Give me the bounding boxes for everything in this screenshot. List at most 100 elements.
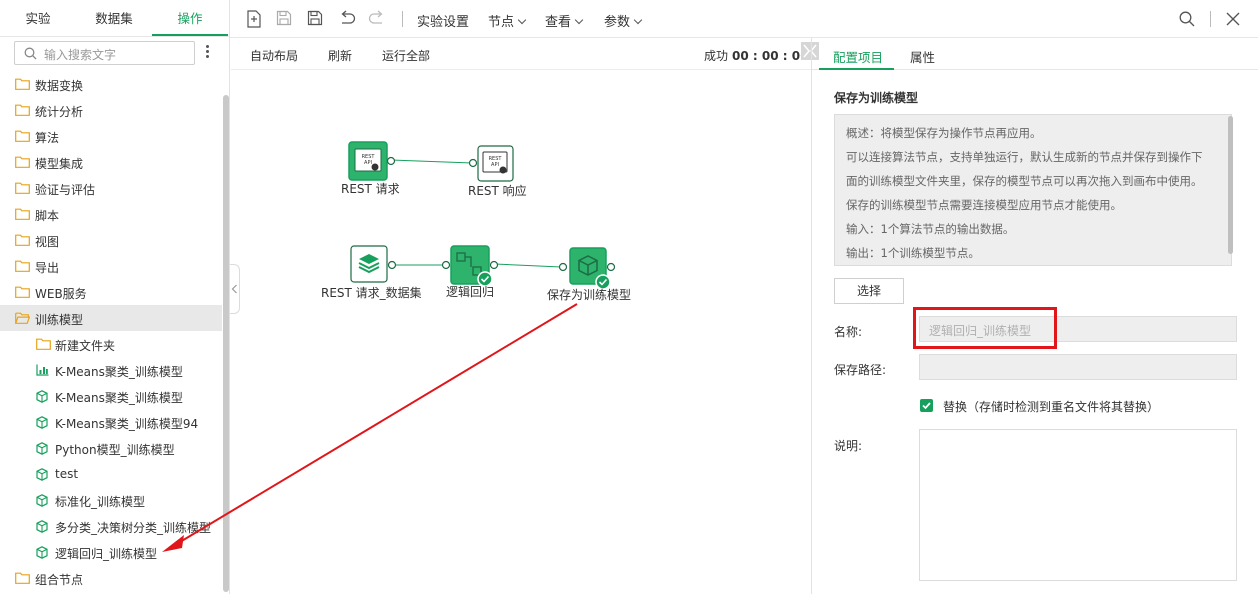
node-menu[interactable]: 节点 xyxy=(488,11,527,30)
right-panel: 配置项目 属性 保存为训练模型 概述：将模型保存为操作节点再应用。 可以连接算法… xyxy=(811,38,1258,594)
tree-folder[interactable]: 验证与评估 xyxy=(0,175,222,201)
annotation-highlight-box xyxy=(913,307,1057,349)
search-icon[interactable] xyxy=(1179,11,1195,27)
tree-item-label: K-Means聚类_训练模型 xyxy=(55,391,183,405)
chevron-down-icon xyxy=(574,15,584,25)
logistic-regression-node-icon[interactable] xyxy=(441,244,503,288)
tree-item-label: 统计分析 xyxy=(35,105,84,119)
tab-dataset[interactable]: 数据集 xyxy=(95,11,133,26)
more-vertical-icon[interactable] xyxy=(205,44,211,62)
new-file-icon[interactable] xyxy=(246,10,262,28)
replace-checkbox[interactable] xyxy=(920,399,933,412)
section-title: 保存为训练模型 xyxy=(834,91,919,105)
tab-operations[interactable]: 操作 xyxy=(152,0,228,36)
logistic-regression-label: 逻辑回归 xyxy=(446,285,495,299)
tree-item[interactable]: K-Means聚类_训练模型 xyxy=(0,383,222,409)
description-line: 可以连接算法节点，支持单独运行，默认生成新的节点并保存到操作下 xyxy=(846,150,1203,164)
left-scrollbar[interactable] xyxy=(223,95,229,592)
rest-dataset-label: REST 请求_数据集 xyxy=(321,286,422,300)
left-panel: 实验 数据集 操作 输入搜索文字 数据变换统计分析算法模型集成验证与评估脚本视图… xyxy=(0,0,230,594)
tree-item-label: Python模型_训练模型 xyxy=(55,443,175,457)
tree-item-label: 逻辑回归_训练模型 xyxy=(55,547,158,561)
save-model-node-icon[interactable] xyxy=(558,247,620,291)
tree-item-label: 多分类_决策树分类_训练模型 xyxy=(55,521,212,535)
svg-text:REST: REST xyxy=(489,156,503,162)
save-path-field[interactable] xyxy=(919,354,1237,380)
description-scrollbar[interactable] xyxy=(1228,116,1233,254)
tree-folder[interactable]: 模型集成 xyxy=(0,149,222,175)
workflow-canvas[interactable]: REST API REST 请求 REST API REST 响应 REST 请… xyxy=(231,70,811,594)
checkmark-icon xyxy=(922,402,931,410)
rest-request-node-icon[interactable]: REST API xyxy=(348,141,396,181)
tree-item[interactable]: 新建文件夹 xyxy=(0,331,222,357)
tree-item[interactable]: 多分类_决策树分类_训练模型 xyxy=(0,513,222,539)
experiment-settings-button[interactable]: 实验设置 xyxy=(417,15,470,30)
tree-item-label: 标准化_训练模型 xyxy=(55,495,146,509)
folder-open-icon xyxy=(15,312,30,324)
name-label: 名称: xyxy=(834,325,863,339)
tab-experiment[interactable]: 实验 xyxy=(25,11,51,26)
search-input[interactable]: 输入搜索文字 xyxy=(14,41,195,65)
name-field[interactable]: 逻辑回归_训练模型 xyxy=(919,316,1237,342)
select-button[interactable]: 选择 xyxy=(834,278,904,304)
view-menu[interactable]: 查看 xyxy=(545,11,584,30)
tree-folder[interactable]: 脚本 xyxy=(0,201,222,227)
remark-textarea[interactable] xyxy=(919,429,1237,581)
undo-icon[interactable] xyxy=(338,10,356,26)
tree-folder[interactable]: 数据变换 xyxy=(0,71,222,97)
tree-folder[interactable]: 组合节点 xyxy=(0,565,222,591)
tree-folder[interactable]: 导出 xyxy=(0,253,222,279)
redo-icon[interactable] xyxy=(368,10,386,26)
auto-layout-button[interactable]: 自动布局 xyxy=(250,49,299,63)
tree-item-label: 导出 xyxy=(35,261,60,275)
params-menu[interactable]: 参数 xyxy=(604,11,643,30)
refresh-button[interactable]: 刷新 xyxy=(328,49,353,63)
collapse-panel-button[interactable] xyxy=(801,42,819,60)
save-model-label: 保存为训练模型 xyxy=(547,288,632,302)
replace-label: 替换（存储时检测到重名文件将其替换） xyxy=(943,400,1160,414)
tree-item[interactable]: 逻辑回归_训练模型 xyxy=(0,539,222,565)
save-as-icon[interactable] xyxy=(307,10,324,26)
search-placeholder: 输入搜索文字 xyxy=(44,48,117,62)
description-line: 输入：1个算法节点的输出数据。 xyxy=(846,222,1015,236)
folder-icon xyxy=(15,130,30,142)
rest-dataset-node-icon[interactable] xyxy=(350,245,398,285)
tree-item[interactable]: K-Means聚类_训练模型 xyxy=(0,357,222,383)
chart-icon xyxy=(36,364,49,376)
search-row: 输入搜索文字 xyxy=(0,37,229,70)
rest-response-node-icon[interactable]: REST API xyxy=(468,145,516,183)
run-all-button[interactable]: 运行全部 xyxy=(382,49,431,63)
folder-icon xyxy=(15,78,30,90)
search-icon xyxy=(24,47,37,60)
tree-folder[interactable]: 训练模型 xyxy=(0,305,222,331)
svg-text:REST: REST xyxy=(362,154,376,160)
toolbar-divider xyxy=(402,11,403,27)
close-icon[interactable] xyxy=(1226,12,1240,26)
tree-item[interactable]: test xyxy=(0,461,222,487)
tree-item[interactable]: 标准化_训练模型 xyxy=(0,487,222,513)
left-panel-toggle[interactable] xyxy=(230,264,240,314)
folder-icon xyxy=(15,104,30,116)
model-icon xyxy=(36,468,48,481)
tree-folder[interactable]: 视图 xyxy=(0,227,222,253)
node-menu-label: 节点 xyxy=(488,15,515,30)
model-icon xyxy=(36,442,48,455)
tree-item[interactable]: K-Means聚类_训练模型94 xyxy=(0,409,222,435)
tree-item-label: 视图 xyxy=(35,235,60,249)
tree-folder[interactable]: WEB服务 xyxy=(0,279,222,305)
chevron-down-icon xyxy=(633,15,643,25)
tree-folder[interactable]: 统计分析 xyxy=(0,97,222,123)
svg-text:API: API xyxy=(491,162,499,168)
folder-icon xyxy=(15,182,30,194)
tree-folder[interactable]: 算法 xyxy=(0,123,222,149)
folder-icon xyxy=(15,156,30,168)
tab-config[interactable]: 配置项目 xyxy=(833,50,884,65)
tree-item-label: 训练模型 xyxy=(35,313,84,327)
tab-properties[interactable]: 属性 xyxy=(910,50,936,65)
tree-item[interactable]: Python模型_训练模型 xyxy=(0,435,222,461)
description-line: 概述：将模型保存为操作节点再应用。 xyxy=(846,126,1042,140)
save-icon[interactable] xyxy=(276,10,292,26)
